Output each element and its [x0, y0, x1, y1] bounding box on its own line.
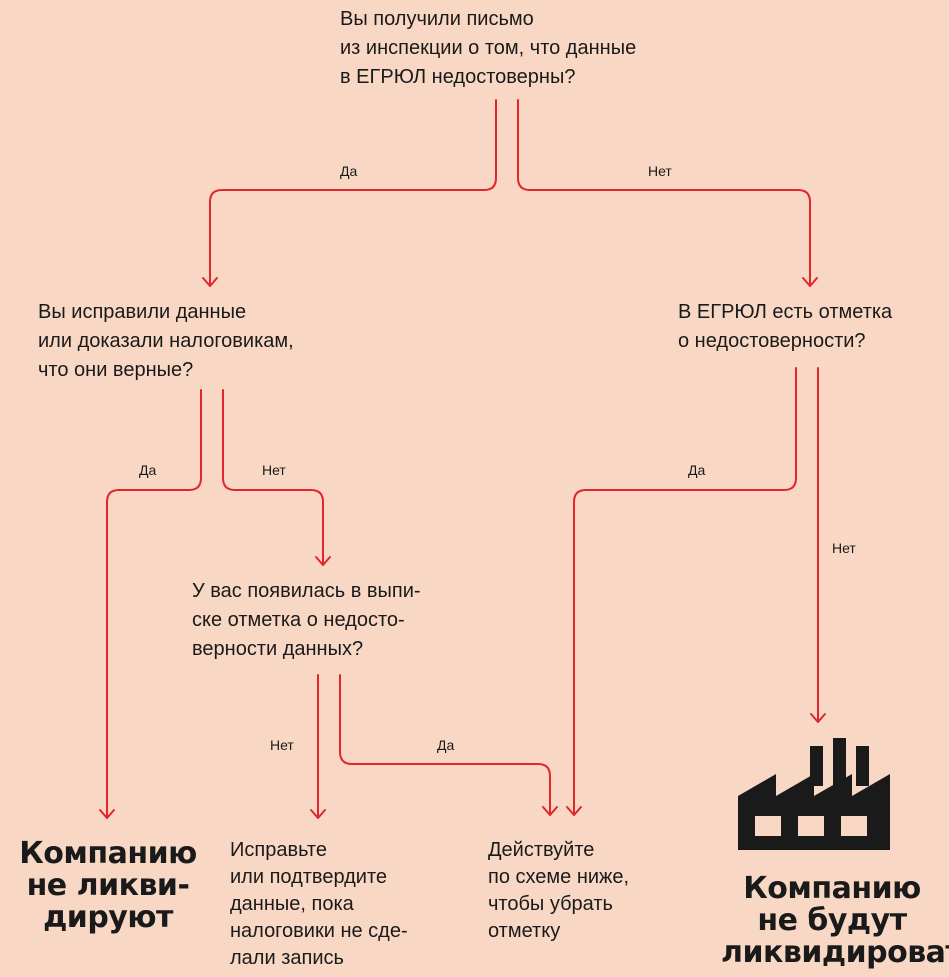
- start-question: Вы получили письмо из инспекции о том, ч…: [340, 8, 637, 88]
- arrow-appeared-yes: [339, 674, 551, 816]
- arrow-fixed-no: [222, 389, 324, 566]
- no-label: Нет: [832, 540, 856, 556]
- no-label: Нет: [648, 163, 672, 179]
- question-mark-exists: В ЕГРЮЛ есть отметка о недостоверности?: [678, 301, 893, 352]
- arrow-fixed-yes: [106, 389, 202, 819]
- arrowhead: [566, 806, 582, 816]
- yes-label: Да: [437, 737, 455, 753]
- arrowhead: [202, 277, 218, 287]
- outcome-act-by-scheme: Действуйте по схеме ниже, чтобы убрать о…: [488, 839, 630, 942]
- arrowhead: [802, 277, 818, 287]
- arrowhead: [310, 809, 326, 819]
- arrow-start-yes: [209, 99, 497, 287]
- arrow-start-no: [517, 99, 811, 287]
- no-label: Нет: [270, 737, 294, 753]
- outcome-fix-data: Исправьте или подтвердите данные, пока н…: [230, 839, 408, 969]
- question-mark-appeared: У вас появилась в выпи- ске отметка о не…: [192, 580, 421, 660]
- arrowhead: [810, 713, 826, 723]
- arrowhead: [315, 556, 331, 566]
- question-data-fixed: Вы исправили данные или доказали налогов…: [38, 301, 294, 381]
- arrowhead: [99, 809, 115, 819]
- no-label: Нет: [262, 462, 286, 478]
- arrowhead: [542, 806, 558, 816]
- arrow-mark-exists-yes: [573, 367, 797, 816]
- yes-label: Да: [139, 462, 157, 478]
- yes-label: Да: [688, 462, 706, 478]
- factory-icon: [738, 738, 890, 850]
- yes-label: Да: [340, 163, 358, 179]
- outcome-will-not-liquidate: Компанию не будут ликвидировать: [721, 871, 949, 970]
- outcome-not-liquidated: Компанию не ликви- дируют: [19, 836, 197, 935]
